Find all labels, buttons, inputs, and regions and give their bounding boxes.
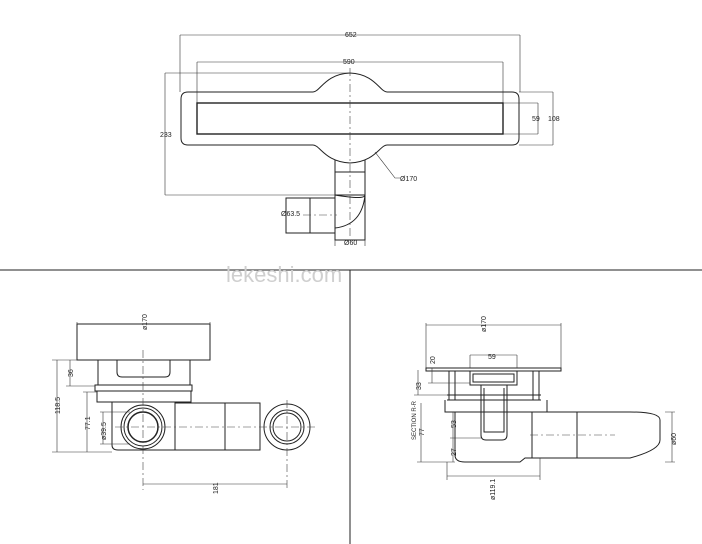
dim-overall-length: 652: [345, 32, 357, 39]
top-plate: [76, 323, 211, 361]
watermark: lekeshi.com: [226, 262, 342, 287]
dim-body-width: 108: [548, 116, 560, 123]
dim-plate-diameter: ø170: [142, 314, 149, 330]
housing-walls: [444, 371, 548, 413]
side-outlet: [285, 197, 336, 234]
flange: [94, 384, 193, 403]
dim-side-outlet-diameter: Ø63.5: [281, 211, 300, 218]
dim-body-diameter: Ø170: [400, 176, 417, 183]
dim-overall-depth: 233: [160, 132, 172, 139]
section-view: ø170 59 ø60 ø119.1 20 33 SECTION R-R 77 …: [412, 316, 678, 500]
outlet-pipe: [334, 160, 366, 241]
trap-body: [111, 402, 176, 451]
dim-inlet-diameter: ø39.5: [101, 422, 108, 440]
dim-slot-length: 590: [343, 59, 355, 66]
dim-slot-width: 59: [532, 116, 540, 123]
dim-section-body-diameter: ø119.1: [490, 479, 497, 500]
dim-outlet-height: 77.1: [85, 416, 92, 430]
dim-outlet-diameter: Ø60: [344, 240, 357, 247]
drain-body-outline: [180, 72, 520, 164]
dim-section-plate-diameter: ø170: [481, 316, 488, 332]
grate-housing: [97, 360, 191, 386]
trap-body-outlet: [454, 411, 661, 463]
section-label: SECTION R-R: [412, 400, 418, 440]
trap-bell: [480, 385, 508, 441]
section-plate: [425, 367, 562, 372]
dim-grate-width: 59: [488, 354, 496, 361]
dim-total-height: 118.5: [55, 397, 62, 414]
dim-body-height: 77: [419, 428, 426, 436]
dim-trap-height: 53: [451, 420, 458, 428]
dim-top-height: 36: [68, 369, 75, 377]
top-view: 652 590 59 108 233 Ø63.5 Ø170 Ø60: [160, 32, 560, 247]
dim-trap-base: 27: [451, 448, 458, 456]
dim-upper-height: 33: [416, 382, 423, 390]
dim-grate-depth: 20: [430, 356, 437, 364]
dim-outlet-distance: 181: [213, 482, 220, 494]
outlet-pipe: [175, 402, 261, 451]
dim-section-outlet-diameter: ø60: [671, 433, 678, 445]
grate: [469, 371, 518, 386]
side-view: ø170 181 118.5 36 77.1 ø39.5: [52, 314, 315, 494]
